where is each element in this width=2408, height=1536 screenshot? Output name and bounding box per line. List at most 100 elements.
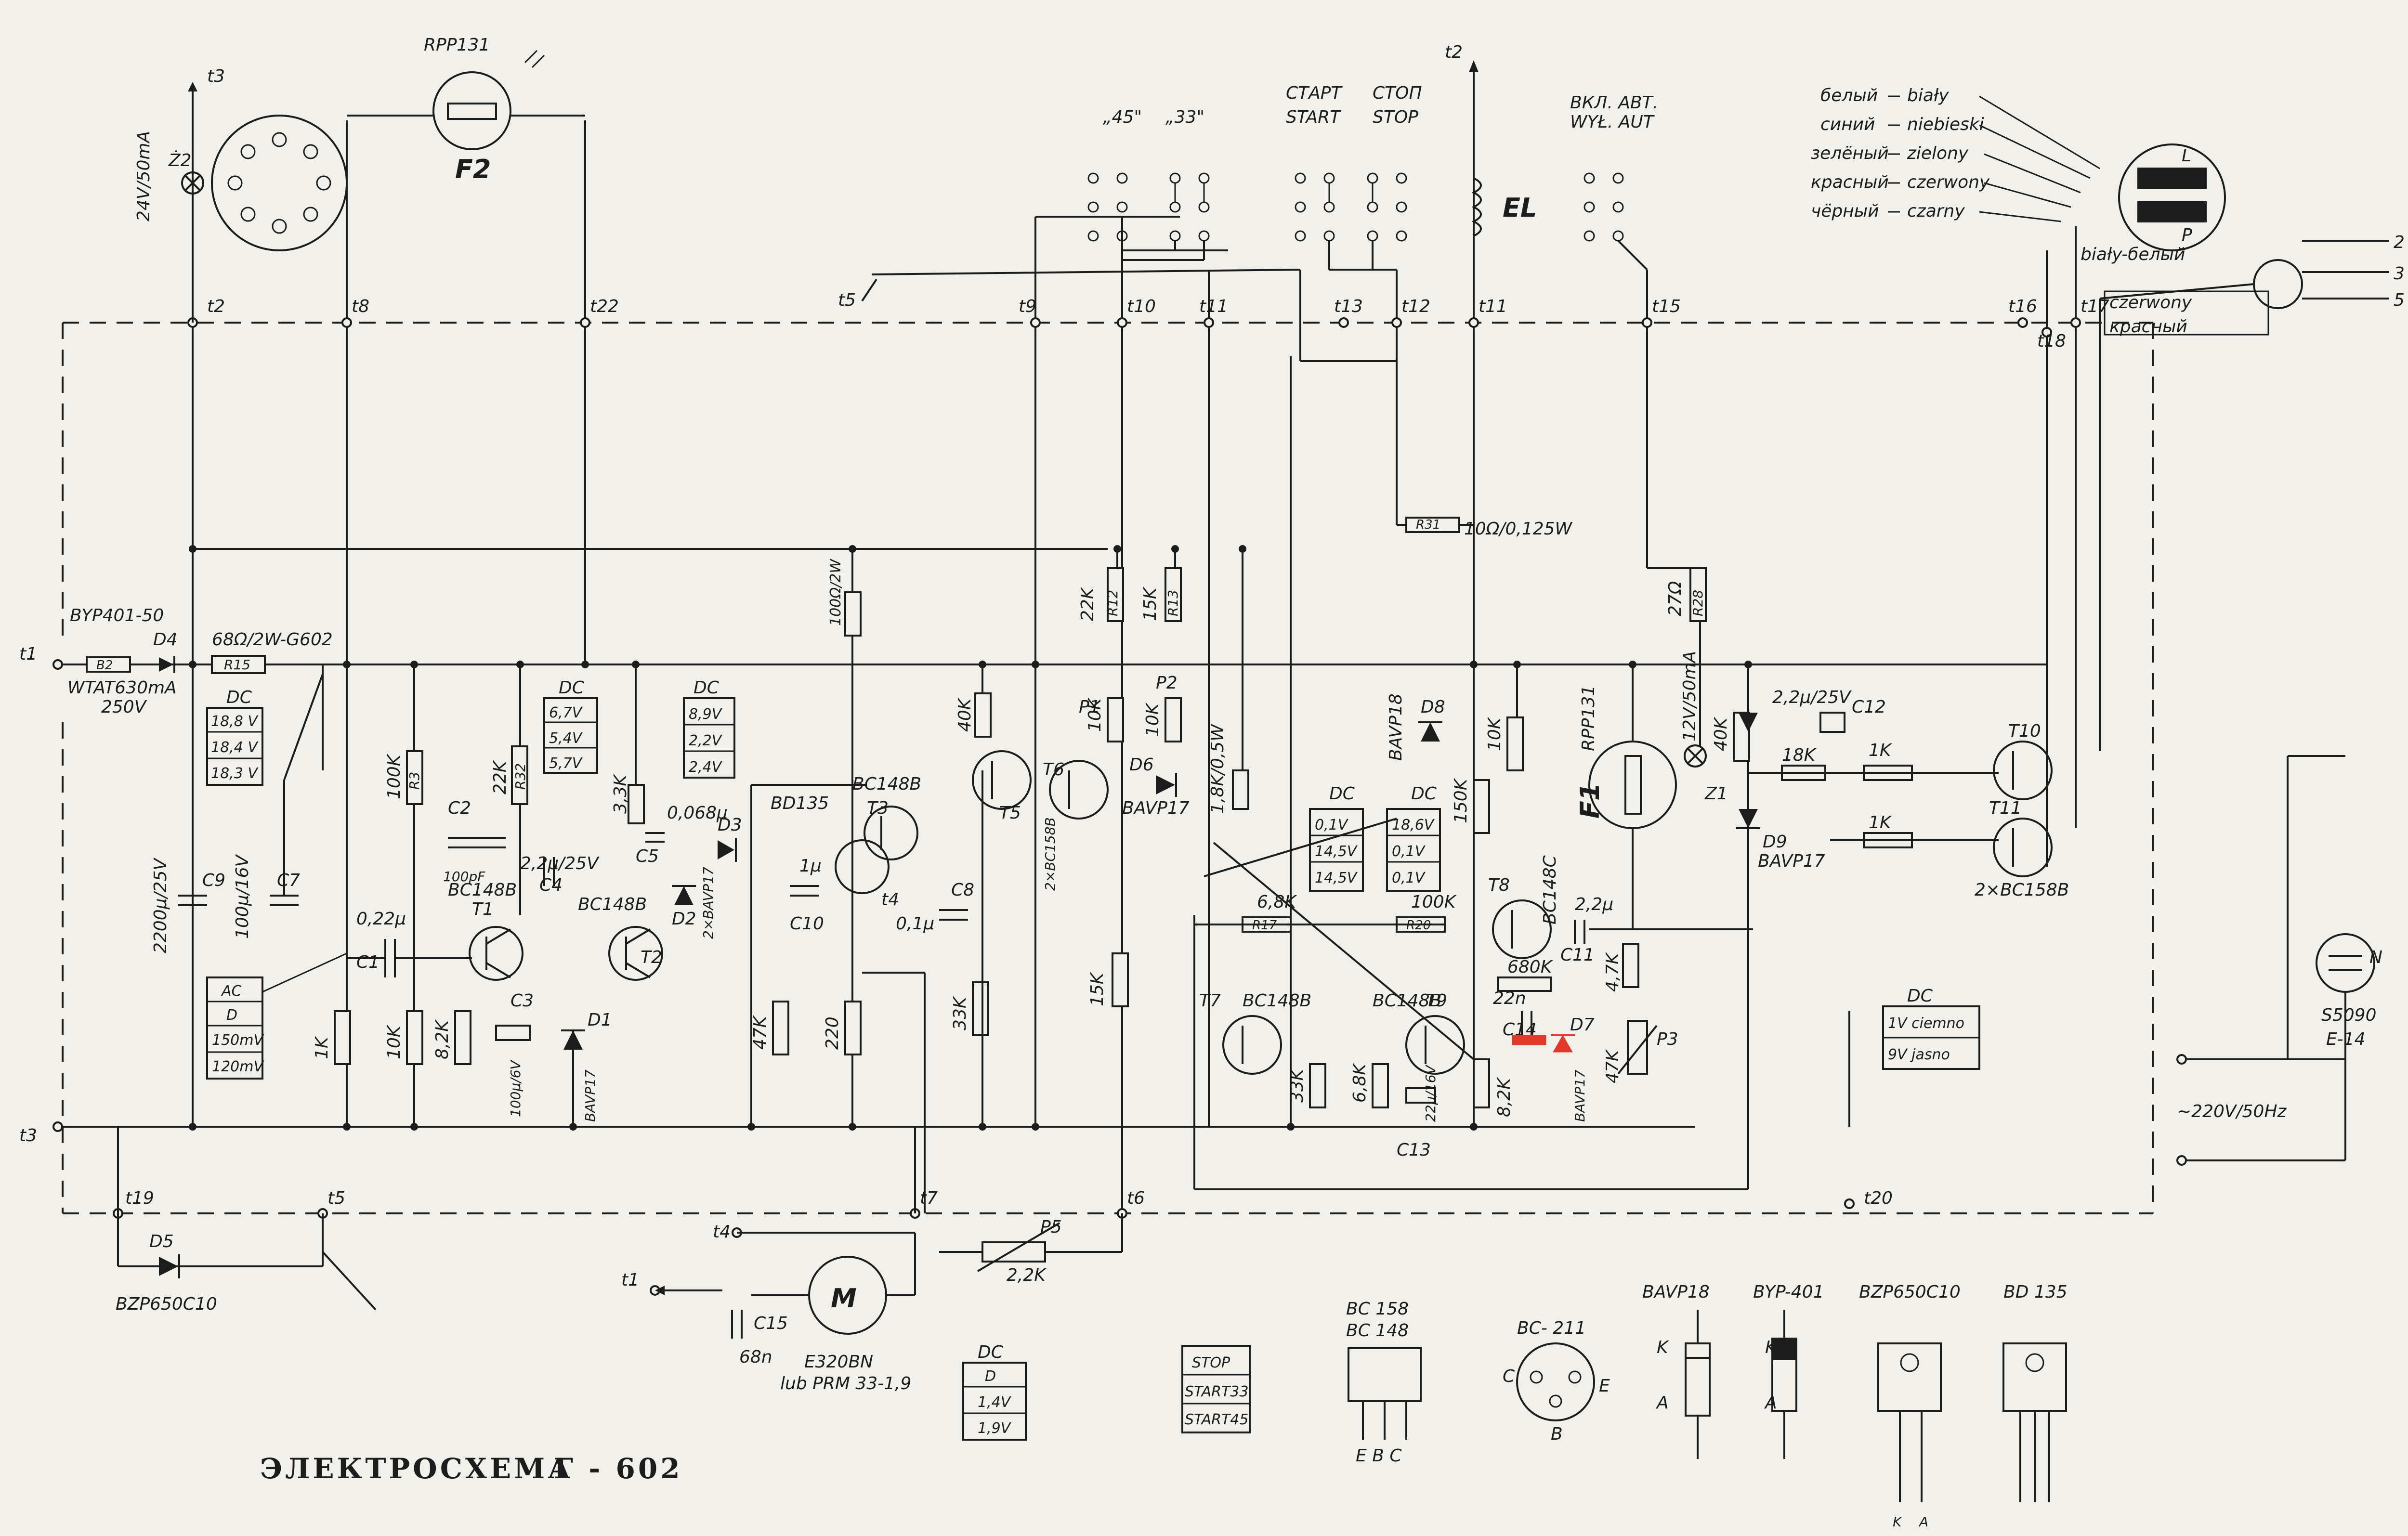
svg-text:niebieski: niebieski [1907,115,1984,134]
svg-text:D8: D8 [1421,697,1445,717]
svg-text:DC: DC [1411,784,1437,804]
svg-text:зелёный: зелёный [1811,143,1889,163]
svg-text:22K: 22K [490,760,510,794]
svg-text:M: M [831,1283,857,1314]
svg-text:t2: t2 [1445,42,1463,62]
svg-text:12V/50mA: 12V/50mA [1680,651,1700,742]
svg-text:B: B [1551,1424,1563,1444]
svg-text:6,8K: 6,8K [1350,1063,1370,1103]
svg-text:EL: EL [1503,193,1537,223]
svg-text:t5: t5 [327,1188,345,1208]
stage-t1-t2: 100K R3 10K 1K 0,22μ C1 C2 100pF T1 BC14… [312,664,663,1127]
svg-text:D2: D2 [672,909,696,929]
svg-text:5: 5 [2394,290,2405,310]
svg-text:DC: DC [226,688,252,707]
svg-text:220: 220 [823,1016,842,1050]
svg-text:R12: R12 [1105,590,1121,616]
svg-text:100μ/16V: 100μ/16V [233,854,252,939]
cap-c7: C7 100μ/16V [233,674,324,939]
svg-text:150mV: 150mV [212,1032,264,1049]
svg-text:biały: biały [1907,86,1949,105]
svg-text:18,4 V: 18,4 V [211,739,259,756]
svg-text:„33": „33" [1165,107,1204,127]
dc-box-6: DC 1V ciemno 9V jasno [1882,986,1980,1070]
svg-text:1,4V: 1,4V [978,1394,1012,1411]
svg-text:A: A [1656,1393,1669,1413]
svg-text:BAVP18: BAVP18 [1642,1282,1710,1302]
title-block: ЭЛЕКТРОСХЕМА Г - 602 [260,1452,683,1485]
svg-text:D9: D9 [1763,832,1787,852]
svg-text:100K: 100K [384,754,404,799]
svg-text:BYP-401: BYP-401 [1753,1282,1824,1302]
svg-text:R13: R13 [1165,590,1181,616]
svg-text:8,9V: 8,9V [689,706,723,723]
svg-text:t18: t18 [2037,331,2066,351]
package-bc158: BC 158 BC 148 E B C [1346,1299,1422,1466]
svg-text:1K: 1K [1869,813,1892,833]
svg-text:DC: DC [978,1342,1004,1362]
svg-text:N: N [2369,948,2382,967]
svg-text:10K: 10K [1085,697,1105,732]
svg-text:C11: C11 [1560,945,1595,965]
stop-start-box: STOP START33 START45 [1181,1345,1251,1433]
svg-text:24V/50mA: 24V/50mA [134,131,154,221]
svg-text:D: D [226,1007,237,1024]
svg-text:t1: t1 [621,1270,639,1290]
svg-text:czarny: czarny [1907,201,1965,221]
svg-text:t4: t4 [881,890,899,910]
svg-text:RPP131: RPP131 [424,35,490,55]
terminals: t2 t8 t22 t9 t10 t11 t13 t12 t11 t15 t16… [19,297,2109,1296]
svg-text:BAVP18: BAVP18 [1386,693,1406,761]
svg-text:СТАРТ: СТАРТ [1286,83,1343,103]
svg-text:T5: T5 [999,803,1021,823]
svg-text:3: 3 [2394,264,2405,284]
r31-d8: R31 10Ω/0,125W D8 BAVP18 [1386,517,1573,761]
svg-text:F2: F2 [455,154,491,184]
svg-text:4,7K: 4,7K [1603,952,1623,992]
svg-text:D5: D5 [149,1232,174,1251]
svg-text:BD135: BD135 [771,794,829,813]
svg-text:5,7V: 5,7V [549,755,583,772]
svg-text:P: P [2182,225,2192,245]
svg-text:5,4V: 5,4V [549,730,583,747]
svg-text:2,2μ/25V: 2,2μ/25V [520,854,600,873]
svg-text:R31: R31 [1416,518,1440,532]
svg-text:B2: B2 [96,658,113,673]
svg-text:D6: D6 [1129,755,1154,775]
svg-text:T8: T8 [1488,875,1510,895]
svg-text:Z1: Z1 [1704,784,1728,804]
svg-text:t15: t15 [1652,297,1681,316]
svg-text:10K: 10K [1485,716,1505,751]
svg-text:27Ω: 27Ω [1665,581,1685,616]
svg-text:R15: R15 [224,657,250,673]
svg-text:0,1μ: 0,1μ [896,914,934,934]
svg-text:t4: t4 [713,1222,731,1242]
svg-text:Г - 602: Г - 602 [554,1452,683,1485]
svg-text:100μ/6V: 100μ/6V [508,1059,523,1117]
board-outline [62,322,2154,1214]
svg-text:3,3K: 3,3K [611,774,630,814]
svg-text:A: A [1764,1393,1777,1413]
svg-text:47K: 47K [750,1015,770,1050]
dc-box-4: DC 0,1V 14,5V 14,5V [1309,784,1364,892]
svg-text:6,7V: 6,7V [549,704,583,721]
svg-text:WYŁ. AUT: WYŁ. AUT [1570,112,1655,132]
svg-text:680K: 680K [1507,957,1553,977]
package-bavp18: BAVP18 K A [1642,1282,1711,1459]
svg-text:22μ/16V: 22μ/16V [1423,1064,1439,1122]
svg-text:2,2μ/25V: 2,2μ/25V [1772,688,1852,707]
svg-text:22n: 22n [1493,989,1526,1008]
svg-text:8,2K: 8,2K [1494,1077,1514,1117]
svg-text:2200μ/25V: 2200μ/25V [151,858,170,953]
svg-text:R28: R28 [1690,590,1706,616]
coil-el: t2 EL [1445,42,1537,237]
svg-text:чёрный: чёрный [1811,201,1879,221]
svg-text:t10: t10 [1127,297,1156,316]
cartridge-pickup: L P biały-белый czerwony красный 2 3 5 [2046,143,2405,337]
svg-text:C9: C9 [202,871,225,890]
svg-text:ЭЛЕКТРОСХЕМА: ЭЛЕКТРОСХЕМА [260,1452,574,1485]
svg-text:t11: t11 [1199,297,1228,316]
svg-text:t12: t12 [1401,297,1430,316]
svg-text:14,5V: 14,5V [1315,843,1358,860]
svg-text:10Ω/0,125W: 10Ω/0,125W [1464,519,1573,539]
